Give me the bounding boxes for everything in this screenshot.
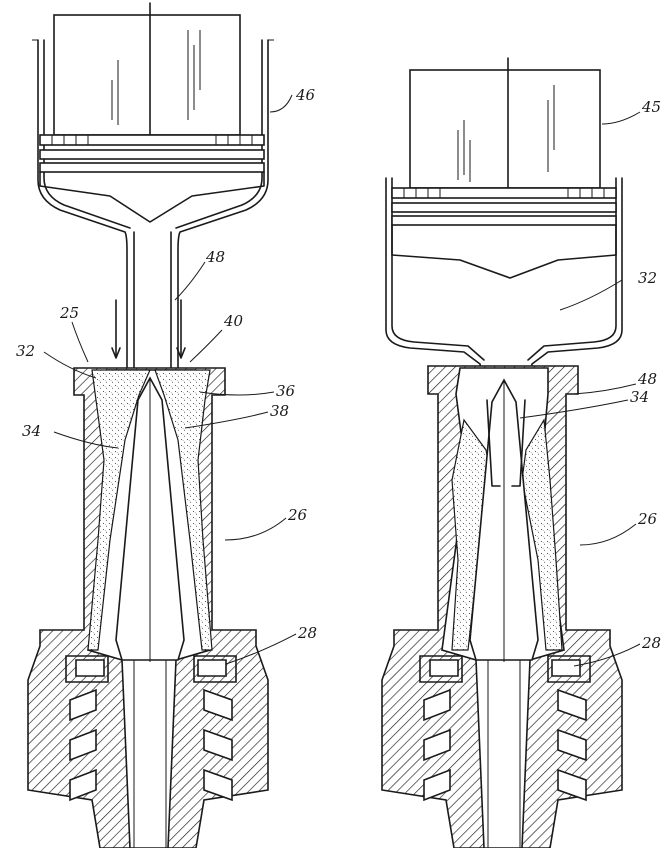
left-syringe-barrel bbox=[32, 2, 274, 371]
left-label-40: 40 bbox=[223, 312, 244, 330]
left-housing bbox=[27, 367, 269, 848]
left-plunger-rod bbox=[53, 14, 241, 136]
right-assembly: 45 32 48 34 26 28 bbox=[381, 57, 661, 848]
left-label-28: 28 bbox=[297, 624, 317, 642]
left-label-32: 32 bbox=[16, 342, 35, 360]
left-assembly: 46 48 25 40 32 36 38 34 26 28 bbox=[16, 2, 317, 848]
left-label-26: 26 bbox=[287, 506, 308, 524]
left-label-38: 38 bbox=[270, 402, 289, 420]
left-leaders bbox=[43, 94, 297, 665]
right-syringe-barrel bbox=[385, 57, 623, 401]
right-label-48: 48 bbox=[637, 370, 657, 388]
right-label-32: 32 bbox=[638, 269, 657, 287]
right-label-45: 45 bbox=[641, 98, 661, 116]
right-plunger-rod bbox=[409, 69, 601, 189]
right-housing bbox=[381, 365, 623, 848]
left-label-25: 25 bbox=[59, 304, 79, 322]
left-label-34: 34 bbox=[22, 422, 41, 440]
right-leaders bbox=[519, 111, 641, 667]
right-label-28: 28 bbox=[641, 634, 661, 652]
left-label-36: 36 bbox=[276, 382, 296, 400]
left-label-46: 46 bbox=[295, 86, 316, 104]
right-label-26: 26 bbox=[637, 510, 658, 528]
right-label-34: 34 bbox=[630, 388, 649, 406]
left-label-48: 48 bbox=[205, 248, 225, 266]
